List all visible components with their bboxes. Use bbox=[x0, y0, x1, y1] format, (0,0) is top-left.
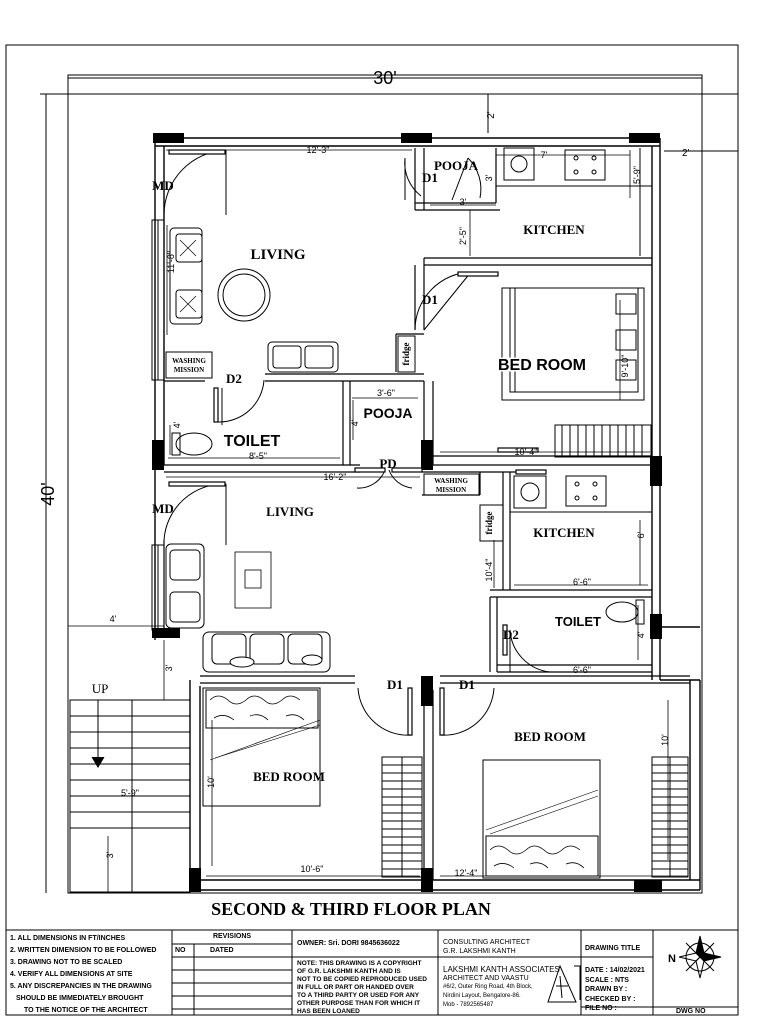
dim-pooja-top-side: 3' bbox=[484, 174, 494, 181]
wardrobe-top bbox=[554, 424, 652, 458]
room-living-top: LIVING bbox=[250, 247, 305, 263]
dim-bed-low-left-d: 10' bbox=[206, 776, 216, 788]
dim-stair-d2: 3' bbox=[105, 851, 115, 858]
dim-toilet-low-w: 6'-6" bbox=[573, 665, 591, 675]
dim-pooja-mid-d: 4' bbox=[350, 419, 360, 426]
room-toilet-top: TOILET bbox=[224, 433, 281, 450]
dim-kitchen-low-right: 6' bbox=[636, 531, 646, 538]
room-toilet-low: TOILET bbox=[555, 614, 601, 629]
washing-machine-low bbox=[423, 473, 480, 496]
sofa-living-low bbox=[165, 543, 205, 629]
north-compass-icon bbox=[678, 935, 722, 979]
windows bbox=[151, 219, 165, 631]
exterior-walls bbox=[154, 137, 701, 891]
dim-living-left: 11'-8" bbox=[166, 251, 176, 273]
sofa-living-top-2 bbox=[267, 341, 339, 373]
washing-label-top-1: WASHING bbox=[172, 357, 206, 365]
drawing-frame bbox=[67, 74, 703, 894]
dim-bed-top-w: 10'-4" bbox=[515, 447, 538, 457]
sheet-border bbox=[5, 44, 739, 1016]
washing-label-top-2: MISSION bbox=[174, 366, 204, 374]
room-bedroom-low-left: BED ROOM bbox=[253, 769, 325, 784]
setback-dims-left bbox=[68, 625, 165, 892]
washing-label-low-2: MISSION bbox=[436, 486, 466, 494]
room-bedroom-low-right: BED ROOM bbox=[514, 729, 586, 744]
dim-top-setback: 2' bbox=[486, 111, 497, 119]
overall-width-dim: 30' bbox=[373, 68, 396, 88]
interior-walls bbox=[163, 148, 690, 880]
washing-label-low-1: WASHING bbox=[434, 477, 468, 485]
dim-kitchen-low-w: 6'-6" bbox=[573, 577, 591, 587]
door-md-low: MD bbox=[152, 501, 174, 516]
room-pooja-top: POOJA bbox=[434, 158, 479, 173]
dim-lower-living-w: 16'-2" bbox=[324, 472, 347, 482]
door-d1-low-right: D1 bbox=[459, 677, 475, 692]
dim-bed-low-left-w: 10'-6" bbox=[301, 864, 324, 874]
dim-pooja-top-w: 3' bbox=[460, 197, 467, 207]
coffee-table-top bbox=[217, 268, 271, 322]
bed-low-right bbox=[482, 759, 601, 879]
room-kitchen-low: KITCHEN bbox=[533, 525, 595, 540]
title-block-grid bbox=[6, 929, 738, 1015]
dim-bed-low-right-w: 12'-4" bbox=[455, 868, 478, 878]
door-pd: PD bbox=[379, 456, 396, 471]
door-leaves bbox=[168, 149, 547, 736]
sofa-living-low-2 bbox=[202, 631, 331, 673]
kitchen-low-fixtures bbox=[479, 475, 652, 542]
toilet-top-fixtures bbox=[171, 432, 213, 456]
tv-unit-low bbox=[234, 551, 272, 609]
dim-toilet-top-w: 8'-5" bbox=[249, 451, 267, 461]
door-d1-pooja: D1 bbox=[422, 170, 438, 185]
plan-title: SECOND & THIRD FLOOR PLAN bbox=[211, 899, 491, 919]
dim-kitchen-top-w: 7' bbox=[541, 150, 548, 160]
door-md-top: MD bbox=[152, 178, 174, 193]
dim-living-width: 12'-3" bbox=[307, 145, 330, 155]
kitchen-top-fixtures bbox=[496, 147, 652, 256]
room-living-low: LIVING bbox=[266, 504, 314, 519]
dim-pooja-mid-w: 3'-6" bbox=[377, 388, 395, 398]
door-d1-low-left: D1 bbox=[387, 677, 403, 692]
door-d2-low: D2 bbox=[503, 627, 519, 642]
fridge-top bbox=[397, 335, 416, 373]
north-label: N bbox=[668, 953, 676, 965]
structural-columns bbox=[152, 133, 662, 892]
sofa-living-top bbox=[169, 227, 203, 325]
wardrobe-low-right bbox=[651, 756, 689, 878]
staircase bbox=[69, 699, 191, 893]
dim-kitchen-lower-gap: 2'-5" bbox=[458, 227, 468, 245]
dim-setback-left: 4' bbox=[110, 614, 117, 624]
dim-bed-low-right-d: 10' bbox=[660, 734, 670, 746]
architect-logo-icon bbox=[547, 964, 581, 1003]
overall-depth-dim: 40' bbox=[38, 482, 58, 505]
bed-top bbox=[501, 287, 645, 401]
up-label: UP bbox=[92, 681, 109, 696]
fridge-label-low: fridge bbox=[484, 512, 494, 535]
dim-stair-d1: 3' bbox=[164, 664, 174, 671]
door-d2-toilet: D2 bbox=[226, 371, 242, 386]
dim-right-setback: 2' bbox=[682, 148, 690, 159]
bed-low-left bbox=[202, 687, 321, 807]
door-d1-bed: D1 bbox=[422, 292, 438, 307]
dim-kitchen-top-d: 5'-9" bbox=[632, 166, 642, 184]
fridge-label-top: fridge bbox=[401, 343, 411, 366]
dim-kitchen-low-d: 10'-4" bbox=[484, 559, 494, 582]
dim-stair-w: 5'-9" bbox=[121, 788, 139, 798]
dim-toilet-low-d: 4' bbox=[636, 631, 646, 638]
interior-dimension-lines bbox=[166, 149, 688, 877]
wardrobe-low-mid bbox=[381, 756, 423, 878]
room-bedroom-top: BED ROOM bbox=[498, 357, 586, 374]
room-kitchen-top: KITCHEN bbox=[523, 222, 585, 237]
washing-machine-top bbox=[165, 351, 213, 379]
overall-dimensions bbox=[40, 77, 738, 893]
dim-bed-top-d: 9'-10" bbox=[620, 355, 630, 378]
dim-toilet-top-d: 4' bbox=[172, 421, 182, 428]
room-pooja-mid: POOJA bbox=[363, 405, 412, 421]
